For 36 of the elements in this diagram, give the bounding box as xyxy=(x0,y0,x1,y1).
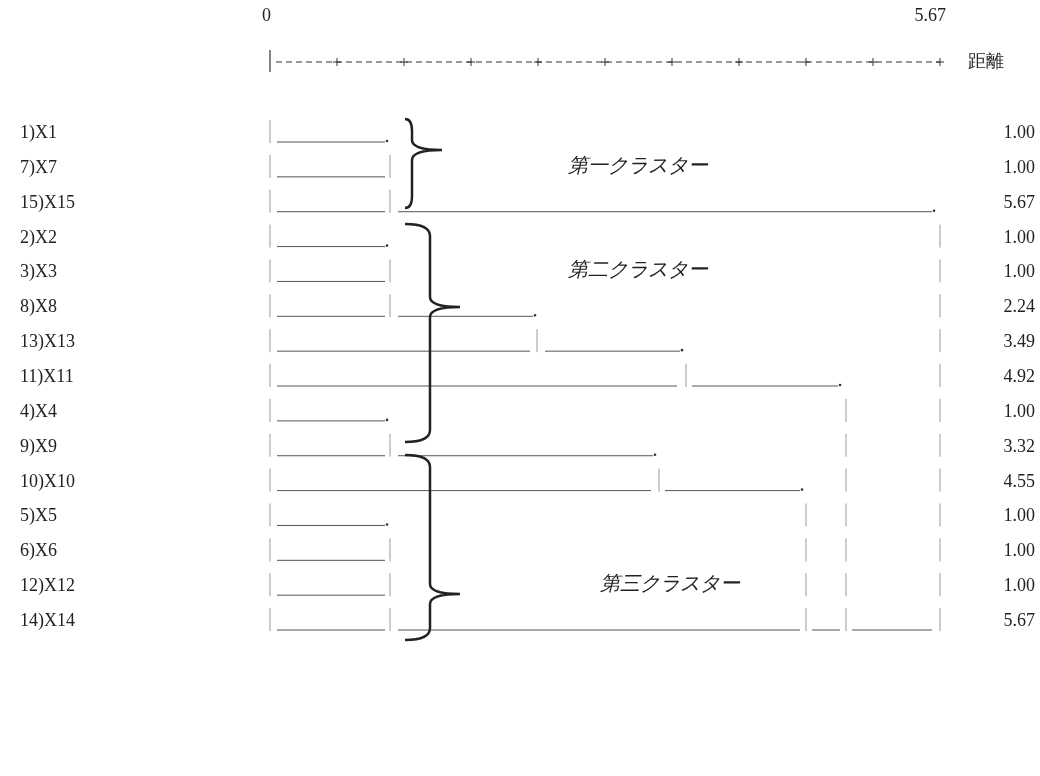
distance-value: 1.00 xyxy=(1003,539,1035,562)
variable-label: 1)X1 xyxy=(20,121,57,143)
distance-value: 4.55 xyxy=(1003,469,1035,492)
variable-label: 13)X13 xyxy=(20,330,75,353)
axis-title: 距離 xyxy=(968,50,1004,72)
distance-value: 3.49 xyxy=(1003,330,1035,353)
variable-label: 12)X12 xyxy=(20,574,75,597)
distance-value: 5.67 xyxy=(1003,609,1035,632)
variable-label: 2)X2 xyxy=(20,225,57,248)
variable-label: 4)X4 xyxy=(20,399,57,422)
distance-value: 1.00 xyxy=(1003,574,1035,597)
axis-value: 0 xyxy=(262,4,271,26)
distance-value: 2.24 xyxy=(1003,295,1035,318)
variable-label: 14)X14 xyxy=(20,609,75,632)
distance-value: 1.00 xyxy=(1003,504,1035,527)
variable-label: 9)X9 xyxy=(20,434,57,457)
cluster-label: 第一クラスター xyxy=(568,153,708,176)
distance-value: 1.00 xyxy=(1003,121,1035,143)
variable-label: 5)X5 xyxy=(20,504,57,527)
variable-label: 3)X3 xyxy=(20,260,57,283)
axis-value: 5.67 xyxy=(914,4,946,26)
distance-value: 3.32 xyxy=(1003,434,1035,457)
variable-label: 7)X7 xyxy=(20,155,57,178)
distance-value: 5.67 xyxy=(1003,190,1035,213)
distance-value: 4.92 xyxy=(1003,365,1035,387)
variable-label: 10)X10 xyxy=(20,469,75,492)
variable-label: 6)X6 xyxy=(20,539,57,562)
distance-value: 1.00 xyxy=(1003,225,1035,248)
distance-value: 1.00 xyxy=(1003,260,1035,283)
cluster-label: 第二クラスター xyxy=(568,258,708,281)
distance-value: 1.00 xyxy=(1003,155,1035,178)
variable-label: 15)X15 xyxy=(20,190,75,213)
distance-value: 1.00 xyxy=(1003,399,1035,422)
cluster-label: 第三クラスター xyxy=(600,572,740,595)
variable-label: 11)X11 xyxy=(20,365,74,387)
variable-label: 8)X8 xyxy=(20,295,57,318)
